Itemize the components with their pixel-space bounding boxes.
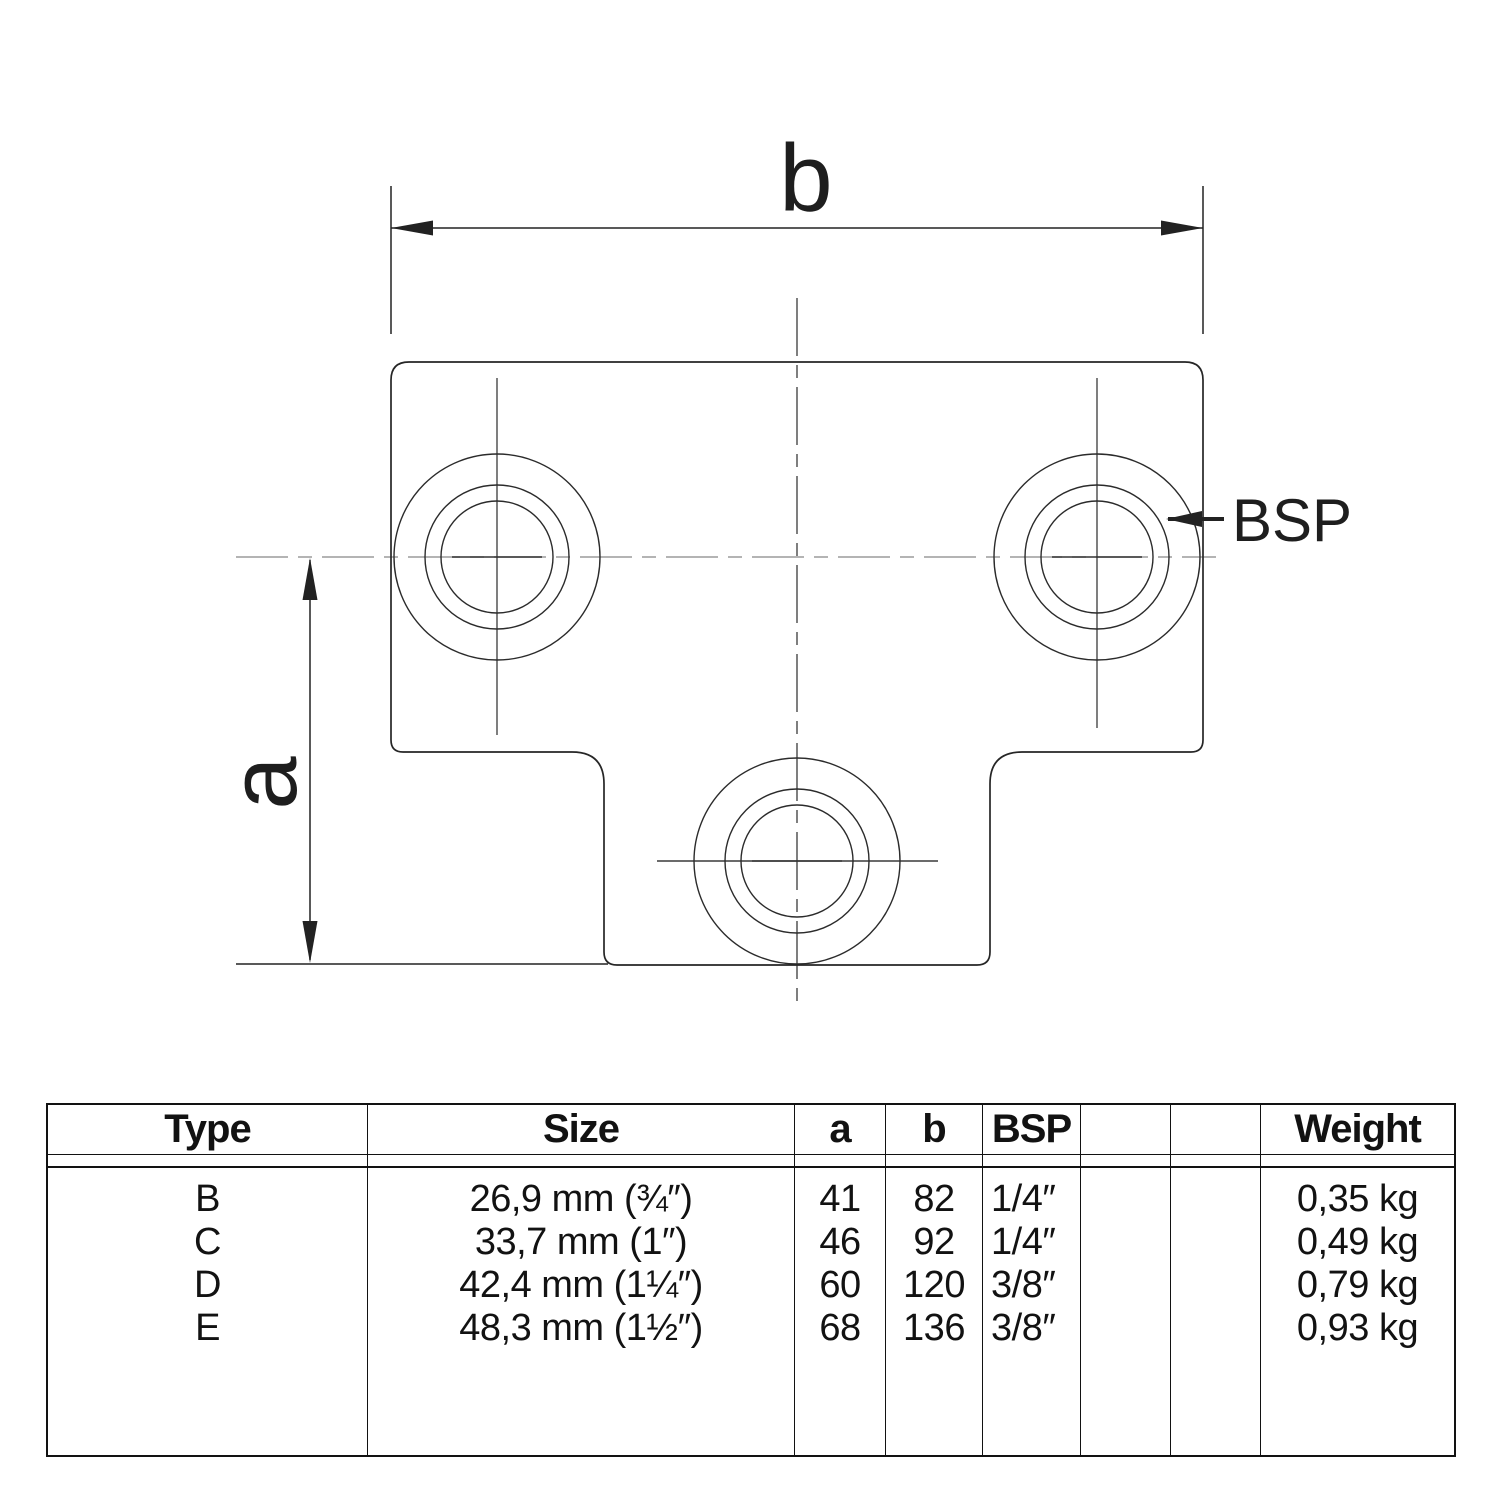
bsp-label: BSP bbox=[1232, 487, 1352, 554]
cell-type-b: B bbox=[195, 1178, 220, 1220]
cell-size-d: 42,4 mm (1¼″) bbox=[459, 1264, 703, 1306]
dimension-b bbox=[390, 186, 1204, 334]
cell-a-d: 60 bbox=[819, 1264, 861, 1306]
fitting-drawing: b a bbox=[210, 125, 1352, 1005]
hole-left-outer-circle bbox=[393, 453, 601, 661]
cell-b-c: 92 bbox=[913, 1221, 955, 1263]
col-size: 26,9 mm (¾″) 33,7 mm (1″) 42,4 mm (1¼″) … bbox=[368, 1168, 795, 1455]
dim-a-arrow-bottom bbox=[302, 921, 318, 963]
col-blank2 bbox=[1171, 1168, 1261, 1455]
header-b: b bbox=[886, 1105, 983, 1155]
cell-type-c: C bbox=[194, 1221, 221, 1263]
cell-b-d: 120 bbox=[903, 1264, 965, 1306]
fitting-body-outline bbox=[390, 361, 1204, 966]
col-weight: 0,35 kg 0,49 kg 0,79 kg 0,93 kg bbox=[1261, 1168, 1454, 1455]
col-type: B C D E bbox=[48, 1168, 368, 1455]
cell-weight-c: 0,49 kg bbox=[1296, 1221, 1419, 1263]
dim-b-arrow-left bbox=[391, 220, 433, 236]
socket-hole-bottom bbox=[693, 757, 901, 965]
header-type: Type bbox=[48, 1105, 368, 1155]
dimension-a bbox=[236, 560, 608, 965]
bsp-arrow-head bbox=[1166, 511, 1202, 527]
header-rule bbox=[48, 1155, 368, 1168]
hole-bottom-outer-circle bbox=[693, 757, 901, 965]
col-bsp: 1/4″ 1/4″ 3/8″ 3/8″ bbox=[983, 1168, 1081, 1455]
dim-a-label: a bbox=[210, 756, 317, 810]
header-blank2 bbox=[1171, 1105, 1261, 1155]
hole-bottom-inner-circle bbox=[740, 804, 854, 918]
socket-hole-left bbox=[393, 453, 601, 661]
header-weight: Weight bbox=[1261, 1105, 1454, 1155]
hole-left-inner-circle bbox=[440, 500, 554, 614]
cell-bsp-e: 3/8″ bbox=[991, 1307, 1056, 1349]
cell-bsp-b: 1/4″ bbox=[991, 1178, 1056, 1220]
hole-left-middle-circle bbox=[424, 484, 570, 630]
cell-size-e: 48,3 mm (1½″) bbox=[459, 1307, 703, 1349]
col-b: 82 92 120 136 bbox=[886, 1168, 983, 1455]
cell-size-b: 26,9 mm (¾″) bbox=[469, 1178, 693, 1220]
dim-b-arrow-right bbox=[1161, 220, 1203, 236]
cell-bsp-c: 1/4″ bbox=[991, 1221, 1056, 1263]
col-a: 41 46 60 68 bbox=[795, 1168, 886, 1455]
header-blank1 bbox=[1081, 1105, 1171, 1155]
spec-table: Type Size a b BSP Weight B C D E 26,9 mm… bbox=[46, 1103, 1456, 1457]
cell-type-d: D bbox=[194, 1264, 221, 1306]
cell-weight-d: 0,79 kg bbox=[1296, 1264, 1419, 1306]
hole-right-inner-circle bbox=[1040, 500, 1154, 614]
cell-a-b: 41 bbox=[819, 1178, 861, 1220]
hole-right-middle-circle bbox=[1024, 484, 1170, 630]
col-blank1 bbox=[1081, 1168, 1171, 1455]
dim-b-label: b bbox=[779, 125, 832, 232]
dim-a-arrow-top bbox=[302, 558, 318, 600]
cell-size-c: 33,7 mm (1″) bbox=[474, 1221, 688, 1263]
cell-a-e: 68 bbox=[819, 1307, 861, 1349]
hole-bottom-middle-circle bbox=[724, 788, 870, 934]
cell-a-c: 46 bbox=[819, 1221, 861, 1263]
header-size: Size bbox=[368, 1105, 795, 1155]
header-a: a bbox=[795, 1105, 886, 1155]
cell-b-b: 82 bbox=[913, 1178, 955, 1220]
cell-bsp-d: 3/8″ bbox=[991, 1264, 1056, 1306]
cell-weight-e: 0,93 kg bbox=[1296, 1307, 1419, 1349]
header-bsp: BSP bbox=[983, 1105, 1081, 1155]
bsp-callout: BSP bbox=[1166, 487, 1352, 554]
socket-hole-right bbox=[993, 453, 1201, 661]
cell-weight-b: 0,35 kg bbox=[1296, 1178, 1419, 1220]
cell-b-e: 136 bbox=[903, 1307, 965, 1349]
cell-type-e: E bbox=[195, 1307, 220, 1349]
hole-right-outer-circle bbox=[993, 453, 1201, 661]
